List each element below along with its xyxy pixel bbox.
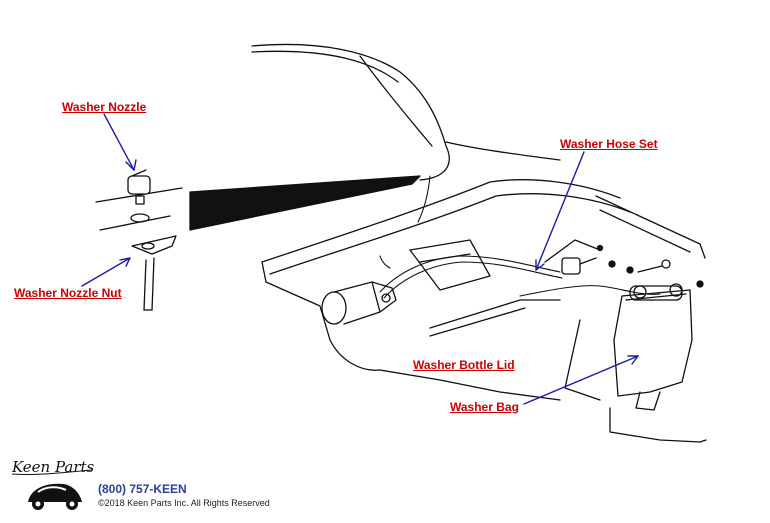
- engine-bay-outline: [261, 179, 707, 443]
- washer-pump: [561, 244, 704, 288]
- phone-number[interactable]: (800) 757-KEEN: [98, 482, 187, 496]
- keen-parts-logo: Keen Parts: [11, 458, 95, 510]
- label-washer-hose-set[interactable]: Washer Hose Set: [560, 137, 658, 151]
- wiper-motor: [321, 281, 397, 325]
- label-washer-nozzle-nut[interactable]: Washer Nozzle Nut: [14, 286, 122, 300]
- washer-hoses: [379, 175, 661, 299]
- copyright-text: ©2018 Keen Parts Inc. All Rights Reserve…: [98, 498, 270, 508]
- nozzle-parts: [95, 169, 183, 311]
- label-washer-bottle-lid[interactable]: Washer Bottle Lid: [413, 358, 515, 372]
- washer-bag: [613, 283, 693, 411]
- pointer-arrows: [81, 113, 639, 405]
- windshield-outline: [251, 43, 561, 181]
- cowl-strip: [189, 175, 421, 231]
- label-washer-nozzle[interactable]: Washer Nozzle: [62, 100, 147, 114]
- label-washer-bag[interactable]: Washer Bag: [450, 400, 519, 414]
